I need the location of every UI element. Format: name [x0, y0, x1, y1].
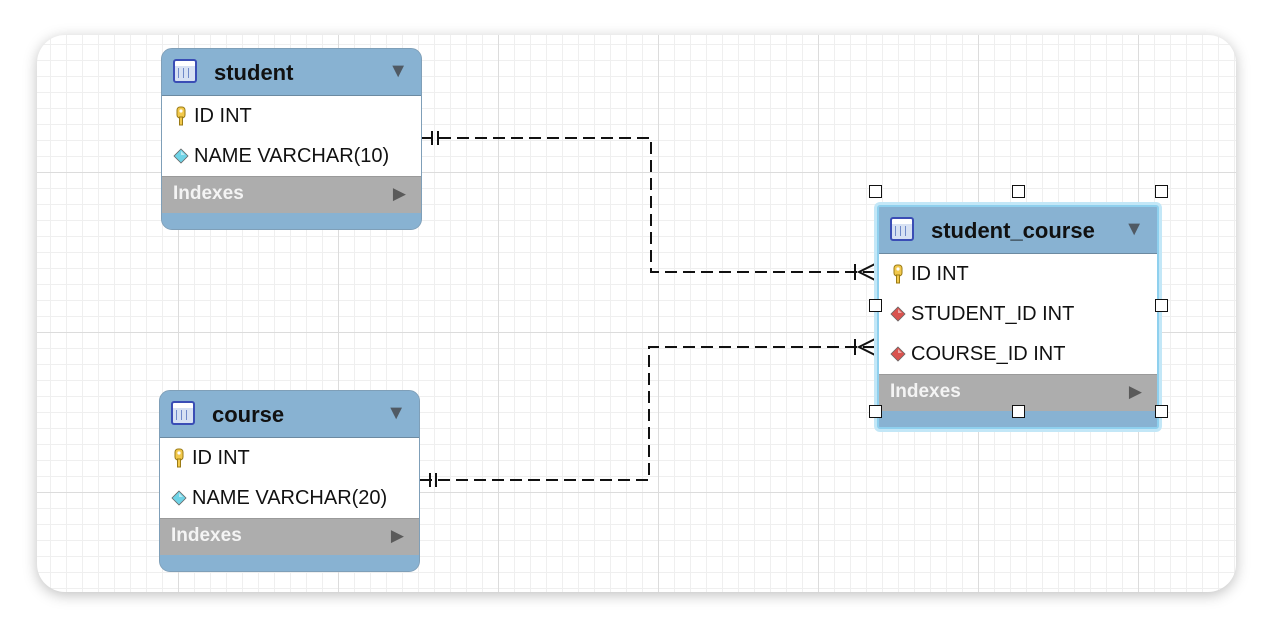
column-row[interactable]: ID INT — [162, 96, 421, 136]
column-text: COURSE_ID INT — [911, 343, 1066, 365]
resize-handle[interactable] — [869, 185, 882, 198]
collapse-chevron-icon[interactable]: ▼ — [386, 402, 406, 424]
table-icon — [173, 59, 197, 83]
resize-handle[interactable] — [869, 299, 882, 312]
column-text: ID INT — [911, 263, 969, 285]
column-diamond-icon — [172, 146, 190, 166]
resize-handle[interactable] — [1155, 299, 1168, 312]
relationship-student-student-course[interactable] — [421, 131, 876, 281]
column-list: ID INT NAME VARCHAR(20) — [160, 438, 419, 518]
table-header[interactable]: student_course ▼ — [879, 207, 1157, 254]
crows-foot — [856, 338, 876, 356]
foreign-key-diamond-icon — [889, 304, 907, 324]
collapse-chevron-icon[interactable]: ▼ — [1124, 218, 1144, 240]
column-row[interactable]: NAME VARCHAR(20) — [160, 478, 419, 518]
column-list: ID INT NAME VARCHAR(10) — [162, 96, 421, 176]
diagram-canvas[interactable]: student ▼ ID INT NAME VARCHAR(10) Indexes… — [37, 35, 1236, 592]
expand-arrow-icon[interactable]: ▶ — [390, 526, 404, 545]
table-footer — [879, 411, 1157, 427]
indexes-section[interactable]: Indexes ▶ — [162, 176, 421, 213]
expand-arrow-icon[interactable]: ▶ — [392, 184, 406, 203]
column-diamond-icon — [170, 488, 188, 508]
table-icon — [171, 401, 195, 425]
primary-key-icon — [889, 264, 907, 284]
table-name: course — [212, 402, 285, 427]
table-header[interactable]: course ▼ — [160, 391, 419, 438]
indexes-label: Indexes — [171, 525, 242, 546]
column-row[interactable]: ID INT — [160, 438, 419, 478]
table-student[interactable]: student ▼ ID INT NAME VARCHAR(10) Indexes… — [161, 48, 422, 230]
table-footer — [162, 213, 421, 229]
collapse-chevron-icon[interactable]: ▼ — [388, 60, 408, 82]
table-header[interactable]: student ▼ — [162, 49, 421, 96]
indexes-label: Indexes — [890, 381, 961, 402]
crows-foot — [856, 263, 876, 281]
table-icon — [890, 217, 914, 241]
column-text: ID INT — [194, 105, 252, 127]
table-footer — [160, 555, 419, 571]
resize-handle[interactable] — [1155, 405, 1168, 418]
indexes-label: Indexes — [173, 183, 244, 204]
column-row[interactable]: COURSE_ID INT — [879, 334, 1157, 374]
table-course[interactable]: course ▼ ID INT NAME VARCHAR(20) Indexes … — [159, 390, 420, 572]
indexes-section[interactable]: Indexes ▶ — [160, 518, 419, 555]
resize-handle[interactable] — [869, 405, 882, 418]
primary-key-icon — [172, 106, 190, 126]
table-student-course[interactable]: student_course ▼ ID INT STUDENT_ID INT COU… — [877, 205, 1159, 429]
column-row[interactable]: STUDENT_ID INT — [879, 294, 1157, 334]
table-name: student_course — [931, 218, 1095, 243]
column-text: NAME VARCHAR(20) — [192, 487, 388, 509]
indexes-section[interactable]: Indexes ▶ — [879, 374, 1157, 411]
expand-arrow-icon[interactable]: ▶ — [1128, 382, 1142, 401]
column-text: STUDENT_ID INT — [911, 303, 1075, 325]
primary-key-icon — [170, 448, 188, 468]
resize-handle[interactable] — [1012, 185, 1025, 198]
resize-handle[interactable] — [1012, 405, 1025, 418]
column-row[interactable]: ID INT — [879, 254, 1157, 294]
table-name: student — [214, 60, 294, 85]
column-text: NAME VARCHAR(10) — [194, 145, 390, 167]
relationship-course-student-course[interactable] — [420, 338, 876, 487]
resize-handle[interactable] — [1155, 185, 1168, 198]
column-text: ID INT — [192, 447, 250, 469]
column-row[interactable]: NAME VARCHAR(10) — [162, 136, 421, 176]
foreign-key-diamond-icon — [889, 344, 907, 364]
column-list: ID INT STUDENT_ID INT COURSE_ID INT — [879, 254, 1157, 374]
